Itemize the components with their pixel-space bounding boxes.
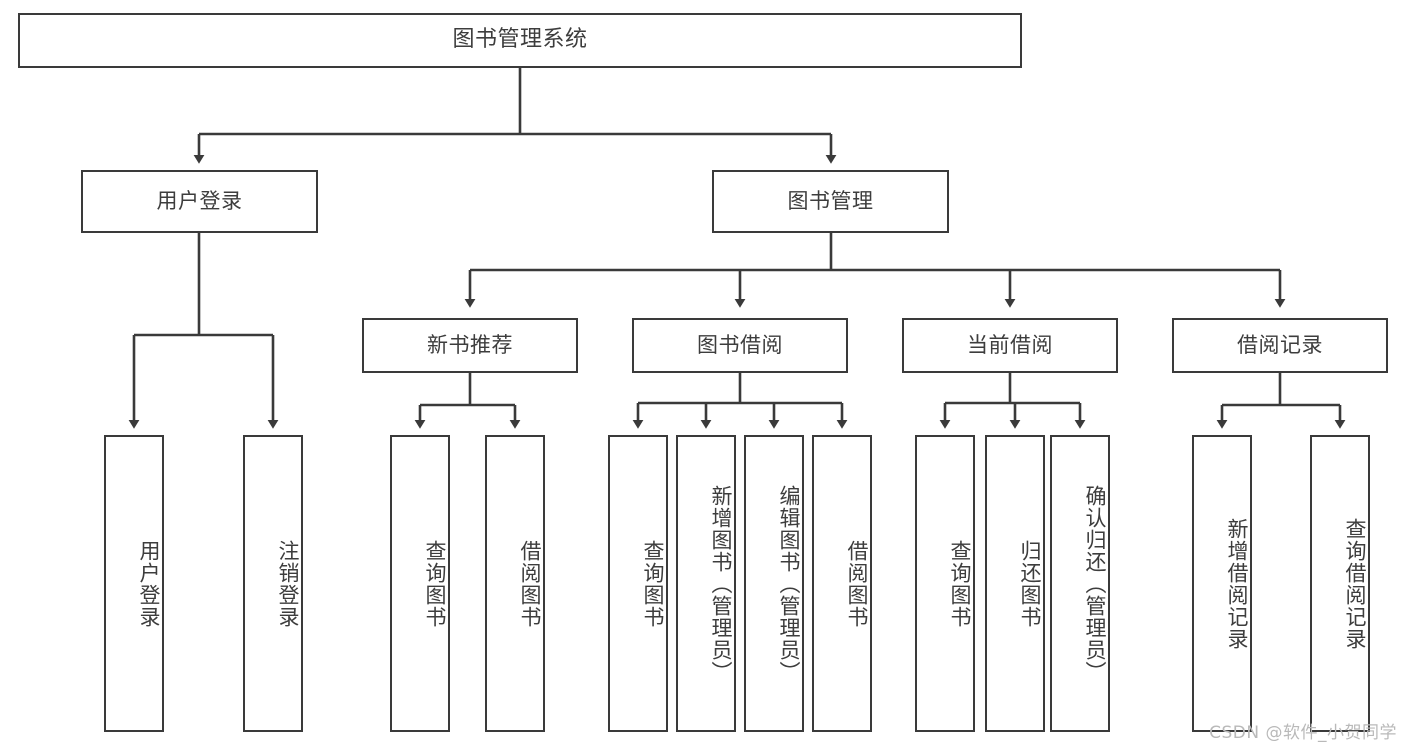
leaf-borrow-record-query-record[interactable]: 查询借阅记录 [1310, 435, 1370, 732]
leaf-book-borrow-borrow-book[interactable]: 借阅图书 [812, 435, 872, 732]
leaf-book-borrow-add-book-admin[interactable]: 新增图书（管理员） [676, 435, 736, 732]
node-current-borrow[interactable]: 当前借阅 [902, 318, 1118, 373]
node-book-borrow[interactable]: 图书借阅 [632, 318, 848, 373]
node-user-login[interactable]: 用户登录 [81, 170, 318, 233]
node-new-book-recommend[interactable]: 新书推荐 [362, 318, 578, 373]
leaf-current-borrow-return-book[interactable]: 归还图书 [985, 435, 1045, 732]
watermark-credit: CSDN @软件_小贺同学 [1209, 723, 1397, 743]
leaf-user-login-logout[interactable]: 注销登录 [243, 435, 303, 732]
leaf-new-book-query-book[interactable]: 查询图书 [390, 435, 450, 732]
node-root-book-management-system[interactable]: 图书管理系统 [18, 13, 1022, 68]
leaf-current-borrow-confirm-return-admin[interactable]: 确认归还（管理员） [1050, 435, 1110, 732]
leaf-user-login-login[interactable]: 用户登录 [104, 435, 164, 732]
leaf-current-borrow-query-book[interactable]: 查询图书 [915, 435, 975, 732]
leaf-book-borrow-query-book[interactable]: 查询图书 [608, 435, 668, 732]
leaf-borrow-record-add-record[interactable]: 新增借阅记录 [1192, 435, 1252, 732]
leaf-new-book-borrow-book[interactable]: 借阅图书 [485, 435, 545, 732]
leaf-book-borrow-edit-book-admin[interactable]: 编辑图书（管理员） [744, 435, 804, 732]
node-borrow-record[interactable]: 借阅记录 [1172, 318, 1388, 373]
node-book-management[interactable]: 图书管理 [712, 170, 949, 233]
